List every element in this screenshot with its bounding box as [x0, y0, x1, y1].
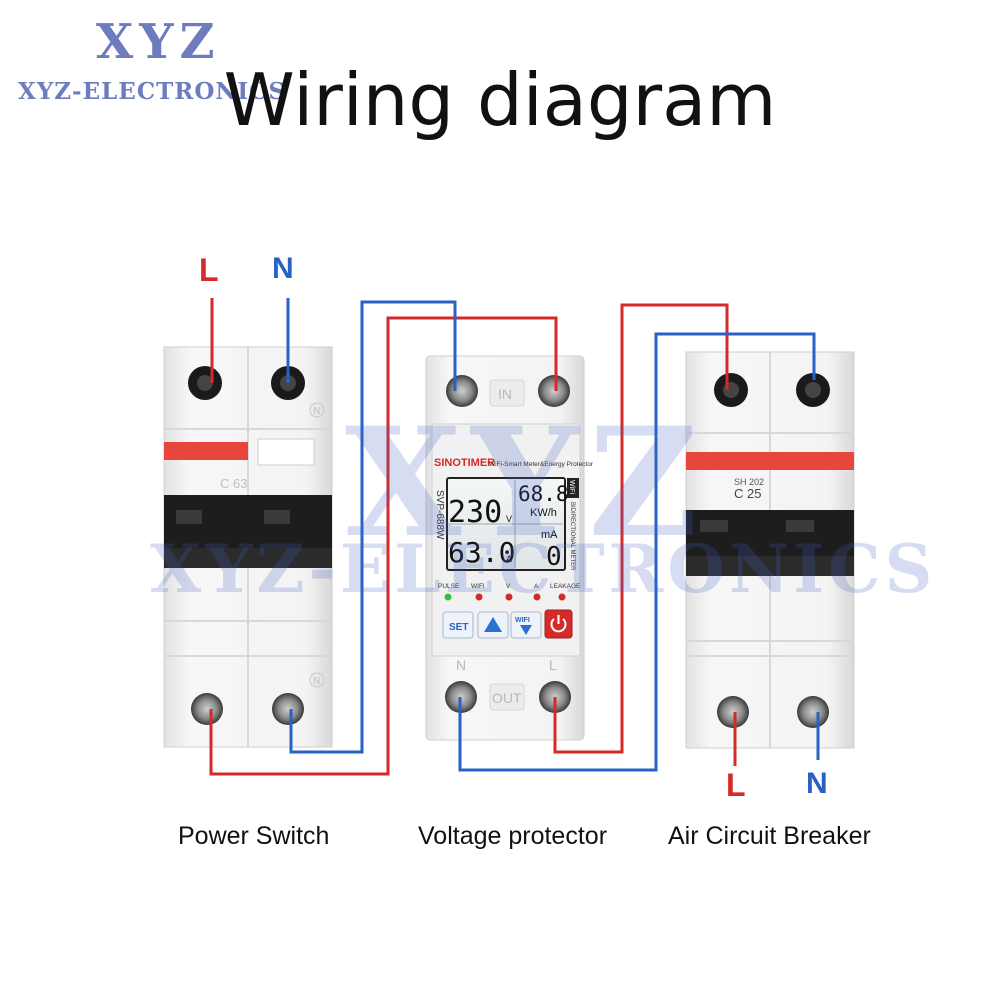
voltage-reading: 230: [448, 495, 502, 530]
screw-icon: [797, 696, 829, 728]
breaker-model-top: SH 202: [734, 477, 764, 487]
watermark-name: XYZ-ELECTRONICS: [150, 530, 937, 608]
leak-unit: mA: [541, 529, 558, 541]
voltage-unit: V: [506, 514, 512, 524]
page-title: Wiring diagram: [223, 58, 777, 142]
wifi-badge: [567, 478, 579, 498]
indicator-v: V: [506, 583, 511, 590]
up-button[interactable]: [477, 611, 509, 639]
wire-live-switch-protector: [209, 316, 558, 776]
screw-icon: [272, 693, 304, 725]
set-button[interactable]: SET: [442, 611, 474, 639]
n-mark: N: [313, 406, 320, 417]
power-icon: [550, 618, 567, 633]
subtitle-label: WiFi-Smart Meter&Energy Protector: [489, 461, 594, 468]
screw-icon: [717, 696, 749, 728]
led-a: [533, 593, 541, 601]
red-band: [164, 442, 248, 460]
screw-icon: [723, 382, 739, 398]
caption-voltage-protector: Voltage protector: [418, 822, 608, 850]
watermark-logo: XYZ: [345, 395, 708, 571]
brand-logo: XYZ: [96, 14, 221, 70]
led-wifi: [475, 593, 483, 601]
current-reading: 63.0: [448, 536, 515, 569]
set-button-label: SET: [449, 622, 468, 633]
power-button[interactable]: [544, 609, 573, 639]
caption-power-switch: Power Switch: [178, 822, 330, 850]
wire-live-protector-breaker: [553, 303, 729, 754]
wire-neutral-protector-breaker: [458, 332, 816, 772]
energy-reading: 68.8: [518, 482, 569, 506]
model-label: SVP-688W: [434, 490, 445, 540]
in-label: IN: [498, 386, 512, 402]
side-text: BIDIRECTIONAL METER: [569, 502, 575, 571]
led-v: [505, 593, 513, 601]
output-neutral-label: N: [806, 767, 828, 800]
power-switch-model: C 63: [220, 476, 247, 491]
voltage-protector: IN OUT N L SINOTIMER WiFi-Smart Meter&En…: [425, 355, 594, 741]
brand-label: SINOTIMER: [434, 457, 495, 469]
brand-name: XYZ-ELECTRONICS: [18, 78, 287, 105]
arrow-down-icon: [520, 625, 532, 635]
arrow-up-icon: [484, 617, 502, 632]
term-l-bottom: L: [549, 657, 557, 673]
term-n-bottom: N: [456, 657, 466, 673]
input-neutral-label: N: [272, 252, 294, 285]
indicator-leakage: LEAKAGE: [550, 583, 581, 590]
screw-icon: [538, 375, 570, 407]
caption-air-breaker: Air Circuit Breaker: [668, 822, 871, 850]
led-pulse: [444, 593, 452, 601]
screw-icon: [191, 693, 223, 725]
energy-unit: KW/h: [530, 507, 557, 519]
wifi-button-label: WIFI: [515, 617, 530, 624]
n-mark: N: [313, 676, 320, 687]
air-circuit-breaker: SH 202 C 25: [685, 351, 855, 749]
indicator-a: A: [534, 583, 539, 590]
indicator-pulse: PULSE: [438, 583, 460, 590]
leak-reading: 0: [546, 542, 562, 572]
wifi-badge-label: WiFi: [568, 480, 575, 494]
wire-neutral-switch-protector: [289, 300, 457, 754]
indicator-wifi: WIFI: [471, 583, 485, 590]
breaker-model: C 25: [734, 486, 761, 501]
out-label: OUT: [492, 690, 522, 706]
wires: [209, 298, 820, 776]
screw-icon: [805, 382, 821, 398]
output-live-label: L: [726, 767, 746, 803]
input-live-label: L: [199, 252, 219, 288]
led-leakage: [558, 593, 566, 601]
current-unit: A: [506, 554, 512, 564]
screw-icon: [197, 375, 213, 391]
wifi-down-button[interactable]: WIFI: [510, 611, 542, 639]
red-band: [686, 452, 854, 470]
